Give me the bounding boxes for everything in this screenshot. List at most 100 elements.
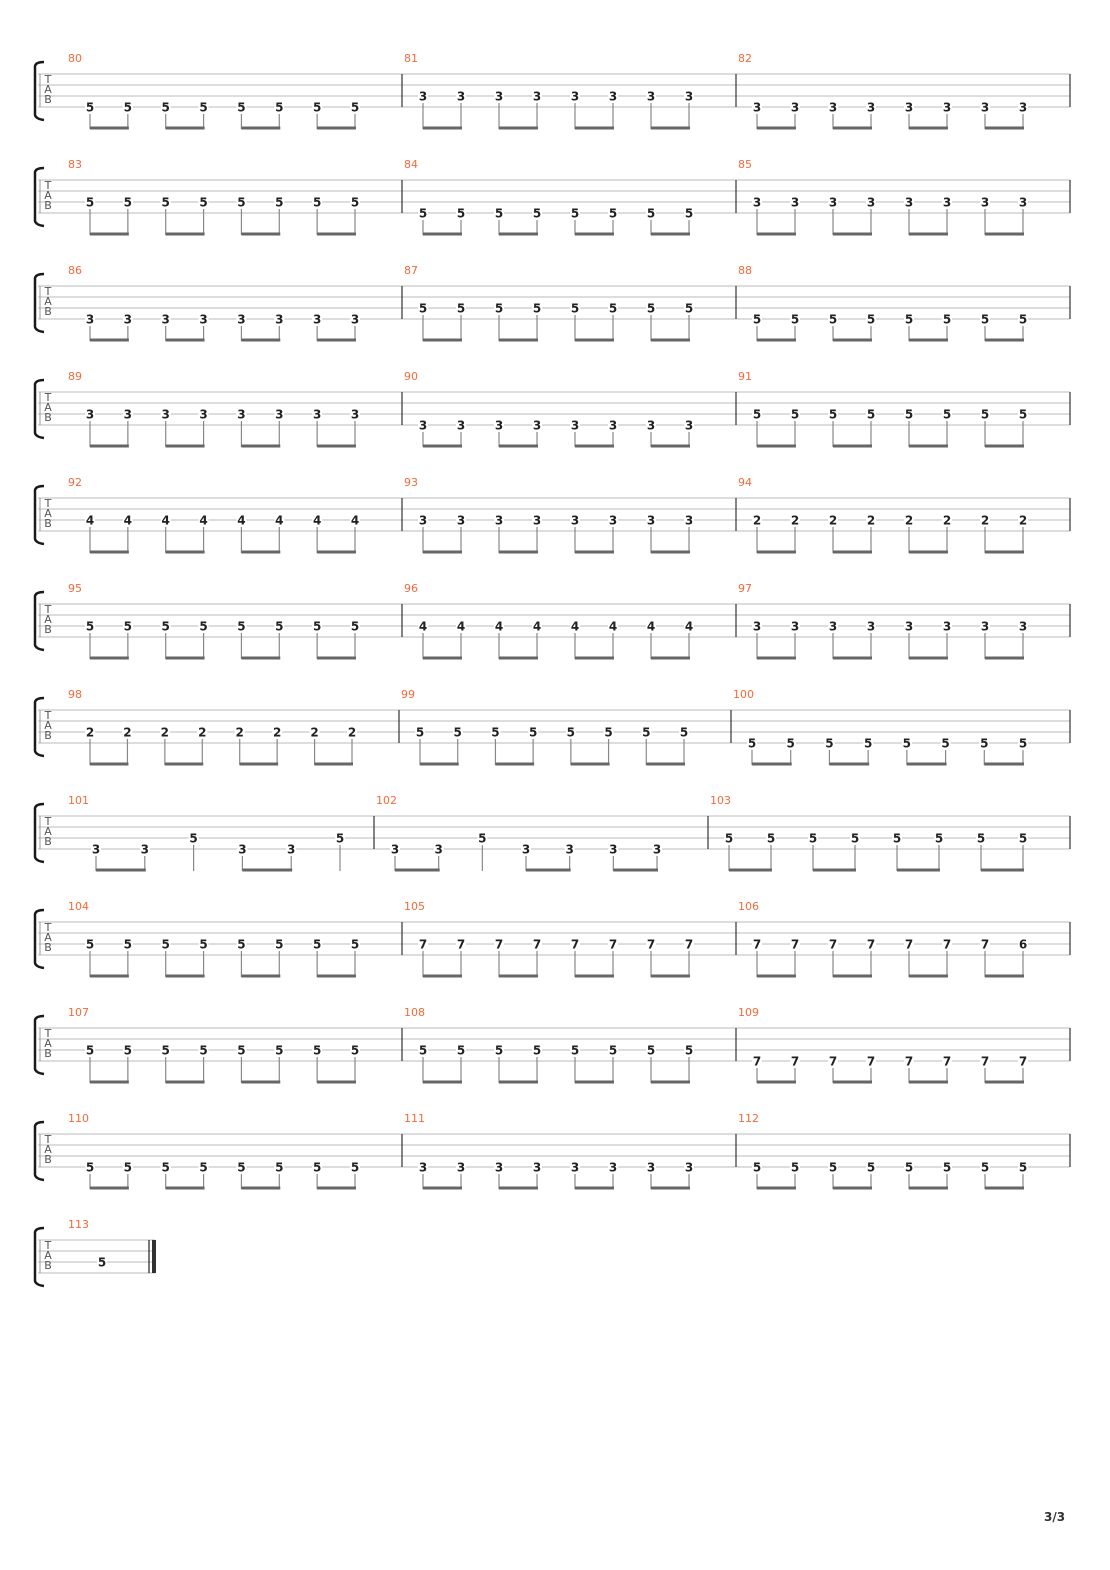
fret-number: 5	[647, 302, 655, 316]
note-beam	[499, 550, 538, 554]
note-beam	[651, 338, 690, 342]
note-beam	[241, 1186, 281, 1190]
fret-number: 5	[237, 938, 245, 952]
fret-number: 3	[565, 843, 573, 857]
note-beam	[96, 868, 146, 872]
note-background	[198, 514, 209, 526]
note-beam	[909, 656, 948, 660]
note-background	[684, 1161, 694, 1173]
note-background	[274, 514, 285, 526]
fret-number: 3	[829, 101, 837, 115]
note-background	[160, 313, 171, 325]
note-beam	[757, 656, 796, 660]
note-background	[752, 101, 762, 113]
fret-number: 5	[313, 1161, 321, 1175]
note-beam	[729, 868, 772, 872]
fret-number: 4	[685, 620, 693, 634]
fret-number: 3	[313, 408, 321, 422]
measure-number: 104	[68, 900, 89, 913]
note-beam	[165, 656, 205, 660]
note-beam	[651, 1080, 690, 1084]
note-background	[570, 620, 580, 632]
note-background	[198, 1161, 209, 1173]
fret-number: 5	[86, 196, 94, 210]
note-background	[274, 101, 285, 113]
note-background	[752, 938, 762, 950]
fret-number: 5	[980, 737, 988, 751]
fret-number: 5	[199, 101, 207, 115]
note-background	[456, 419, 466, 431]
fret-number: 5	[86, 1044, 94, 1058]
note-beam	[317, 974, 356, 978]
fret-number: 5	[162, 101, 170, 115]
fret-number: 5	[748, 737, 756, 751]
note-beam	[985, 1186, 1024, 1190]
note-background	[532, 207, 542, 219]
fret-number: 3	[571, 419, 579, 433]
note-beam	[423, 1080, 462, 1084]
note-background	[160, 408, 171, 420]
note-beam	[317, 444, 356, 448]
note-background	[122, 196, 133, 208]
fret-number: 7	[791, 938, 799, 952]
note-background	[866, 313, 876, 325]
note-beam	[499, 338, 538, 342]
note-background	[684, 302, 694, 314]
note-beam	[314, 762, 353, 766]
note-beam	[164, 762, 204, 766]
fret-number: 3	[867, 101, 875, 115]
note-beam	[757, 1080, 796, 1084]
note-background	[942, 408, 952, 420]
fret-number: 3	[791, 196, 799, 210]
note-beam	[241, 126, 281, 130]
note-background	[752, 620, 762, 632]
fret-number: 4	[571, 620, 579, 634]
note-background	[979, 737, 990, 749]
note-beam	[423, 656, 462, 660]
note-beam	[165, 338, 205, 342]
fret-number: 5	[753, 313, 761, 327]
system-bracket	[33, 272, 45, 334]
note-background	[312, 1044, 323, 1056]
note-background	[274, 1161, 285, 1173]
fret-number: 5	[791, 408, 799, 422]
fret-number: 7	[867, 938, 875, 952]
note-background	[532, 419, 542, 431]
note-background	[418, 514, 428, 526]
note-background	[608, 843, 619, 855]
note-background	[415, 726, 425, 738]
note-beam	[570, 762, 610, 766]
note-background	[1018, 1161, 1028, 1173]
fret-number: 5	[478, 832, 486, 846]
tab-clef-letter: A	[44, 507, 52, 520]
fret-number: 2	[791, 514, 799, 528]
note-background	[942, 938, 952, 950]
fret-number: 3	[905, 196, 913, 210]
fret-number: 5	[419, 1044, 427, 1058]
note-background	[679, 726, 689, 738]
fret-number: 5	[454, 726, 462, 740]
note-background	[603, 726, 614, 738]
note-background	[608, 620, 618, 632]
system-bracket	[33, 590, 45, 652]
note-background	[608, 938, 618, 950]
fret-number: 5	[903, 737, 911, 751]
note-beam	[984, 762, 1024, 766]
note-background	[684, 620, 694, 632]
fret-number: 5	[680, 726, 688, 740]
note-background	[646, 1044, 656, 1056]
tab-clef-letter: B	[44, 411, 52, 424]
note-background	[564, 843, 575, 855]
note-background	[97, 1256, 107, 1268]
note-background	[980, 938, 990, 950]
fret-number: 3	[533, 514, 541, 528]
note-background	[1018, 408, 1028, 420]
fret-number: 5	[237, 1044, 245, 1058]
note-beam	[90, 1080, 129, 1084]
measure-number: 100	[733, 688, 754, 701]
note-beam	[752, 762, 792, 766]
fret-number: 3	[753, 620, 761, 634]
tab-clef-letter: B	[44, 1259, 52, 1272]
fret-number: 3	[647, 1161, 655, 1175]
